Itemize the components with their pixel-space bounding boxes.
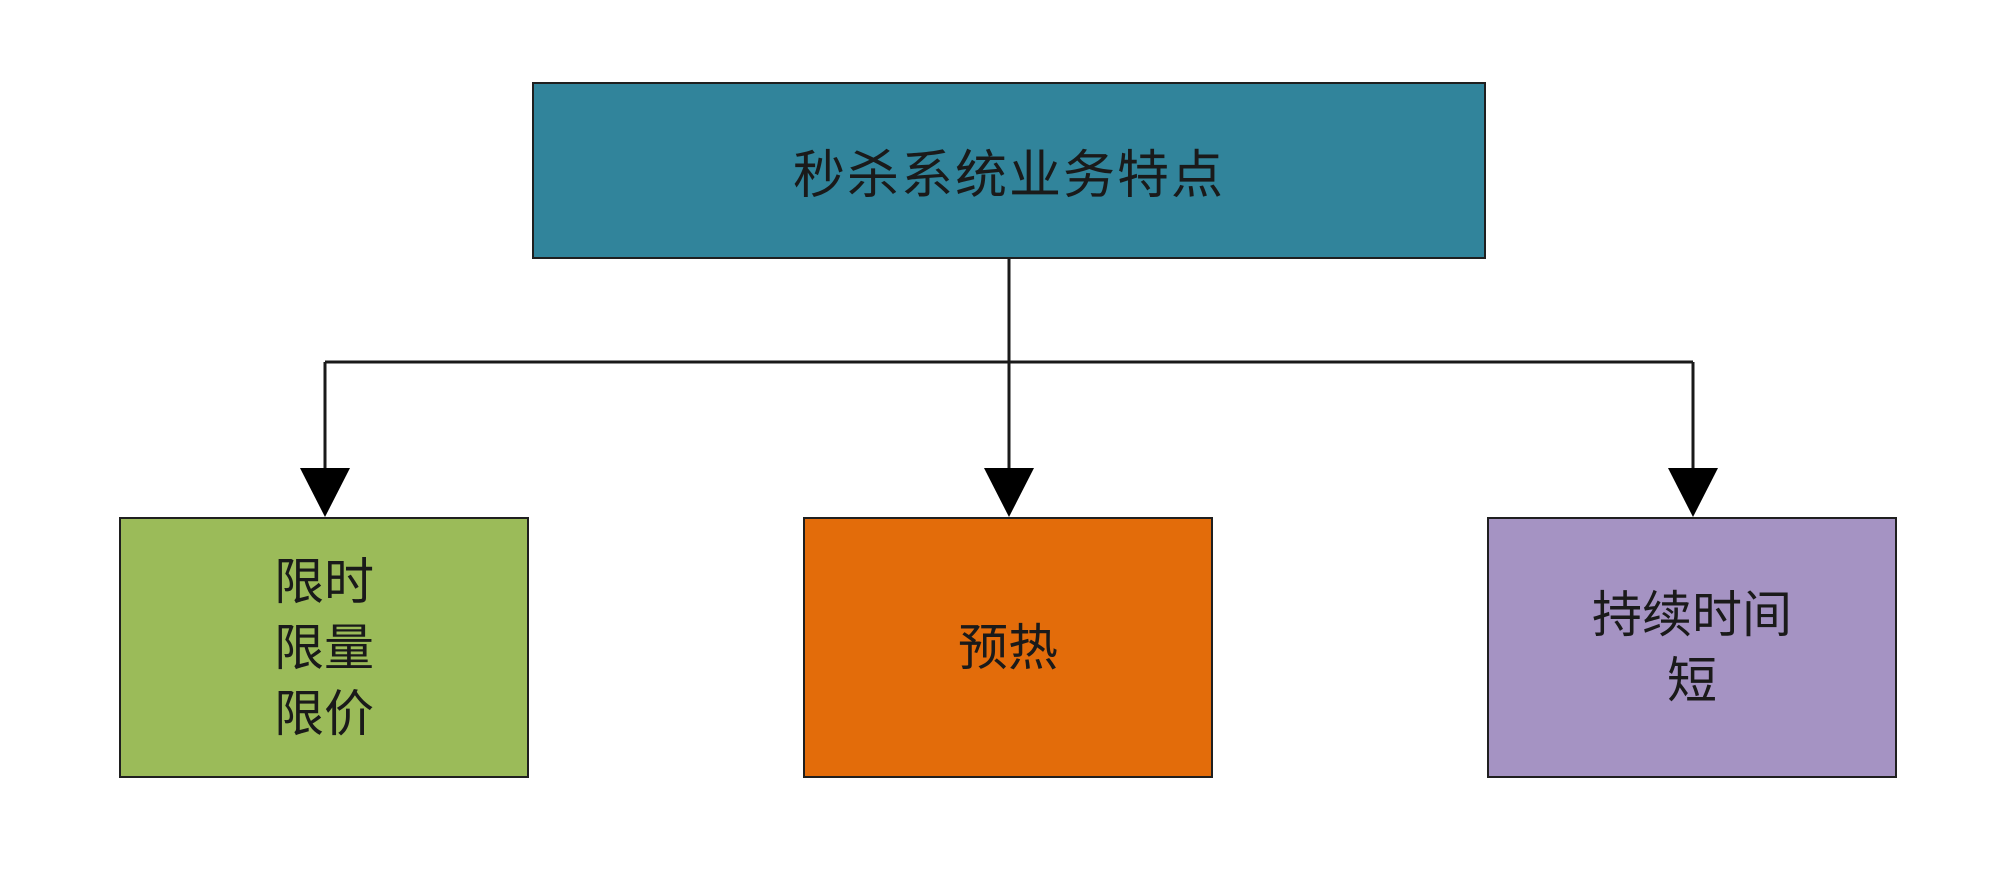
child-node-short-duration-line-1: 持续时间	[1592, 585, 1792, 644]
arrowhead-3	[1668, 468, 1718, 517]
child-node-limits-line-1: 限时	[274, 552, 374, 611]
child-node-limits: 限时 限量 限价	[119, 517, 529, 778]
child-node-warmup-line-1: 预热	[958, 618, 1058, 677]
arrowhead-1	[300, 468, 350, 517]
child-node-short-duration-line-2: 短	[1667, 651, 1717, 710]
root-node-label: 秒杀系统业务特点	[792, 146, 1225, 206]
child-node-short-duration: 持续时间 短	[1487, 517, 1897, 778]
child-node-warmup: 预热	[803, 517, 1213, 778]
child-node-limits-line-3: 限价	[274, 684, 374, 743]
root-node: 秒杀系统业务特点	[532, 82, 1486, 259]
arrowhead-2	[984, 468, 1034, 517]
child-node-limits-line-2: 限量	[274, 618, 374, 677]
